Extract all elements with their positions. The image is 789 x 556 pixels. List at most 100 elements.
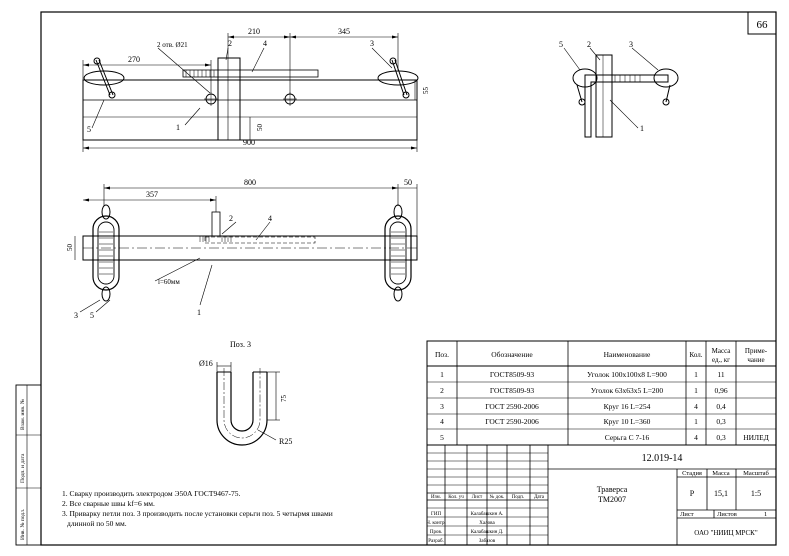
side-label-pos1: 1: [640, 124, 644, 133]
sheets-label: Листов: [717, 511, 737, 518]
pos3-radius: R25: [279, 437, 292, 446]
role-razrab: Разраб.: [428, 539, 444, 544]
loop-left-plan: [92, 215, 120, 291]
svg-text:Серьга С 7-16: Серьга С 7-16: [605, 433, 650, 442]
plan-label-pos3: 3: [74, 311, 78, 320]
sheet-frame: [40, 11, 777, 546]
svg-text:1: 1: [440, 370, 444, 379]
svg-text:Уголок 63х63х5 L=200: Уголок 63х63х5 L=200: [591, 386, 664, 395]
side-stamp: Взам. инв. № Подп. и дата Инв. № подл.: [15, 384, 42, 546]
svg-text:0,3: 0,3: [716, 433, 726, 442]
pos3-detail: Поз. 3 Ø16 75 R25: [199, 340, 292, 446]
angle-section: [584, 74, 669, 138]
shackle-left-top: [83, 70, 125, 86]
svg-text:1: 1: [694, 370, 698, 379]
svg-text:НИЛЕД: НИЛЕД: [743, 433, 769, 442]
col-izm: Изм.: [431, 495, 441, 500]
note-3: 3. Приварку петли поз. 3 производить пос…: [62, 509, 333, 518]
label-pos3: 3: [370, 39, 374, 48]
stamp-vzam: Взам. инв. №: [20, 399, 26, 430]
plan-label-pos1: 1: [197, 308, 201, 317]
organization: ОАО "НИИЦ МРСК": [694, 529, 758, 537]
name-prov: Калабашкин Д.: [471, 530, 504, 535]
spec-table: Поз. Обозначение Наименование Кол. Масса…: [426, 340, 777, 446]
sheet-number: 66: [757, 19, 769, 31]
side-view: 5 2 3 1: [559, 40, 679, 138]
svg-text:0,96: 0,96: [714, 386, 727, 395]
name-razrab: Забазов: [479, 539, 496, 544]
stamp-inv: Инв. № подл.: [20, 508, 26, 540]
svg-text:4: 4: [694, 433, 698, 442]
th-pos: Поз.: [435, 350, 449, 359]
svg-text:Круг 10 L=360: Круг 10 L=360: [604, 417, 651, 426]
product-name-2: ТМ2007: [598, 495, 626, 504]
table-row: 4 ГОСТ 2590-2006 Круг 10 L=360 1 0,3: [440, 417, 726, 426]
angle-pos2-side: [595, 54, 613, 138]
dim-50: 50: [256, 124, 264, 132]
plan-label-pos2: 2: [229, 214, 233, 223]
pos3-dim-75: 75: [280, 395, 288, 403]
role-prov: Пров.: [430, 530, 442, 535]
shackle-left-side: [572, 68, 598, 88]
role-nkontr: Н. контр.: [426, 521, 445, 526]
th-designation: Обозначение: [491, 350, 533, 359]
mass-value: 15,1: [714, 489, 728, 498]
note-2: 2. Все сварные швы kf=6 мм.: [62, 499, 155, 508]
weld-note: l=60мм: [158, 278, 180, 286]
dim-800: 800: [244, 178, 256, 187]
th-qty: Кол.: [690, 351, 703, 359]
col-podp: Подп.: [512, 495, 524, 500]
svg-text:ГОСТ 2590-2006: ГОСТ 2590-2006: [485, 402, 539, 411]
mass-header: Масса: [712, 470, 730, 477]
sheets-count: 1: [764, 511, 767, 518]
label-pos2: 2: [228, 39, 232, 48]
dim-50-right: 50: [404, 178, 412, 187]
svg-text:1: 1: [694, 417, 698, 426]
hole-note: 2 отв. Ø21: [157, 41, 188, 49]
table-row: 1 ГОСТ8509-93 Уголок 100х100х8 L=900 1 1…: [440, 370, 725, 379]
general-notes: 1. Сварку производить электродом Э50А ГО…: [62, 489, 333, 528]
name-nkontr: Халова: [479, 521, 495, 526]
top-view: 210 345 270 900 55 50 2 отв. Ø21 2 4 3 5…: [82, 27, 430, 152]
stage-header: Стадия: [682, 470, 702, 477]
side-label-pos2: 2: [587, 40, 591, 49]
svg-text:2: 2: [440, 386, 444, 395]
svg-text:Круг 16 L=254: Круг 16 L=254: [604, 402, 651, 411]
loop-inner: [230, 372, 254, 432]
svg-text:4: 4: [440, 417, 444, 426]
svg-text:4: 4: [694, 402, 698, 411]
svg-text:Уголок 100х100х8 L=900: Уголок 100х100х8 L=900: [587, 370, 667, 379]
loop-outer: [216, 372, 268, 446]
dim-357: 357: [146, 190, 158, 199]
th-name: Наименование: [604, 350, 651, 359]
scale-value: 1:5: [751, 489, 761, 498]
doc-code: 12.019-14: [642, 453, 683, 464]
sheet-number-box: [747, 11, 777, 35]
dim-900: 900: [243, 138, 255, 147]
stamp-podp: Подп. и дата: [20, 453, 26, 483]
th-mass-1: Масса: [712, 347, 732, 355]
th-note-2: чание: [747, 356, 764, 364]
dim-50-left: 50: [66, 244, 74, 252]
label-pos4: 4: [263, 39, 267, 48]
plan-label-pos4: 4: [268, 214, 272, 223]
svg-text:0,4: 0,4: [716, 402, 726, 411]
plan-view: 800 357 50 50 l=60мм 2 4 3 5 1: [66, 178, 418, 320]
table-row: 3 ГОСТ 2590-2006 Круг 16 L=254 4 0,4: [440, 402, 726, 411]
label-pos5: 5: [87, 125, 91, 134]
svg-text:5: 5: [440, 433, 444, 442]
dim-210: 210: [248, 27, 260, 36]
pos3-title: Поз. 3: [230, 340, 251, 349]
loop-right-plan: [384, 215, 412, 291]
scale-header: Масштаб: [743, 470, 769, 477]
label-pos1: 1: [176, 123, 180, 132]
side-label-pos3: 3: [629, 40, 633, 49]
col-kol: Кол. уч: [448, 495, 464, 500]
th-note-1: Приме-: [745, 347, 768, 355]
stage-value: Р: [690, 489, 695, 498]
svg-text:ГОСТ8509-93: ГОСТ8509-93: [490, 386, 534, 395]
role-gip: ГИП: [431, 512, 442, 517]
table-row: 5 Серьга С 7-16 4 0,3 НИЛЕД: [440, 433, 769, 442]
note-1: 1. Сварку производить электродом Э50А ГО…: [62, 489, 240, 498]
